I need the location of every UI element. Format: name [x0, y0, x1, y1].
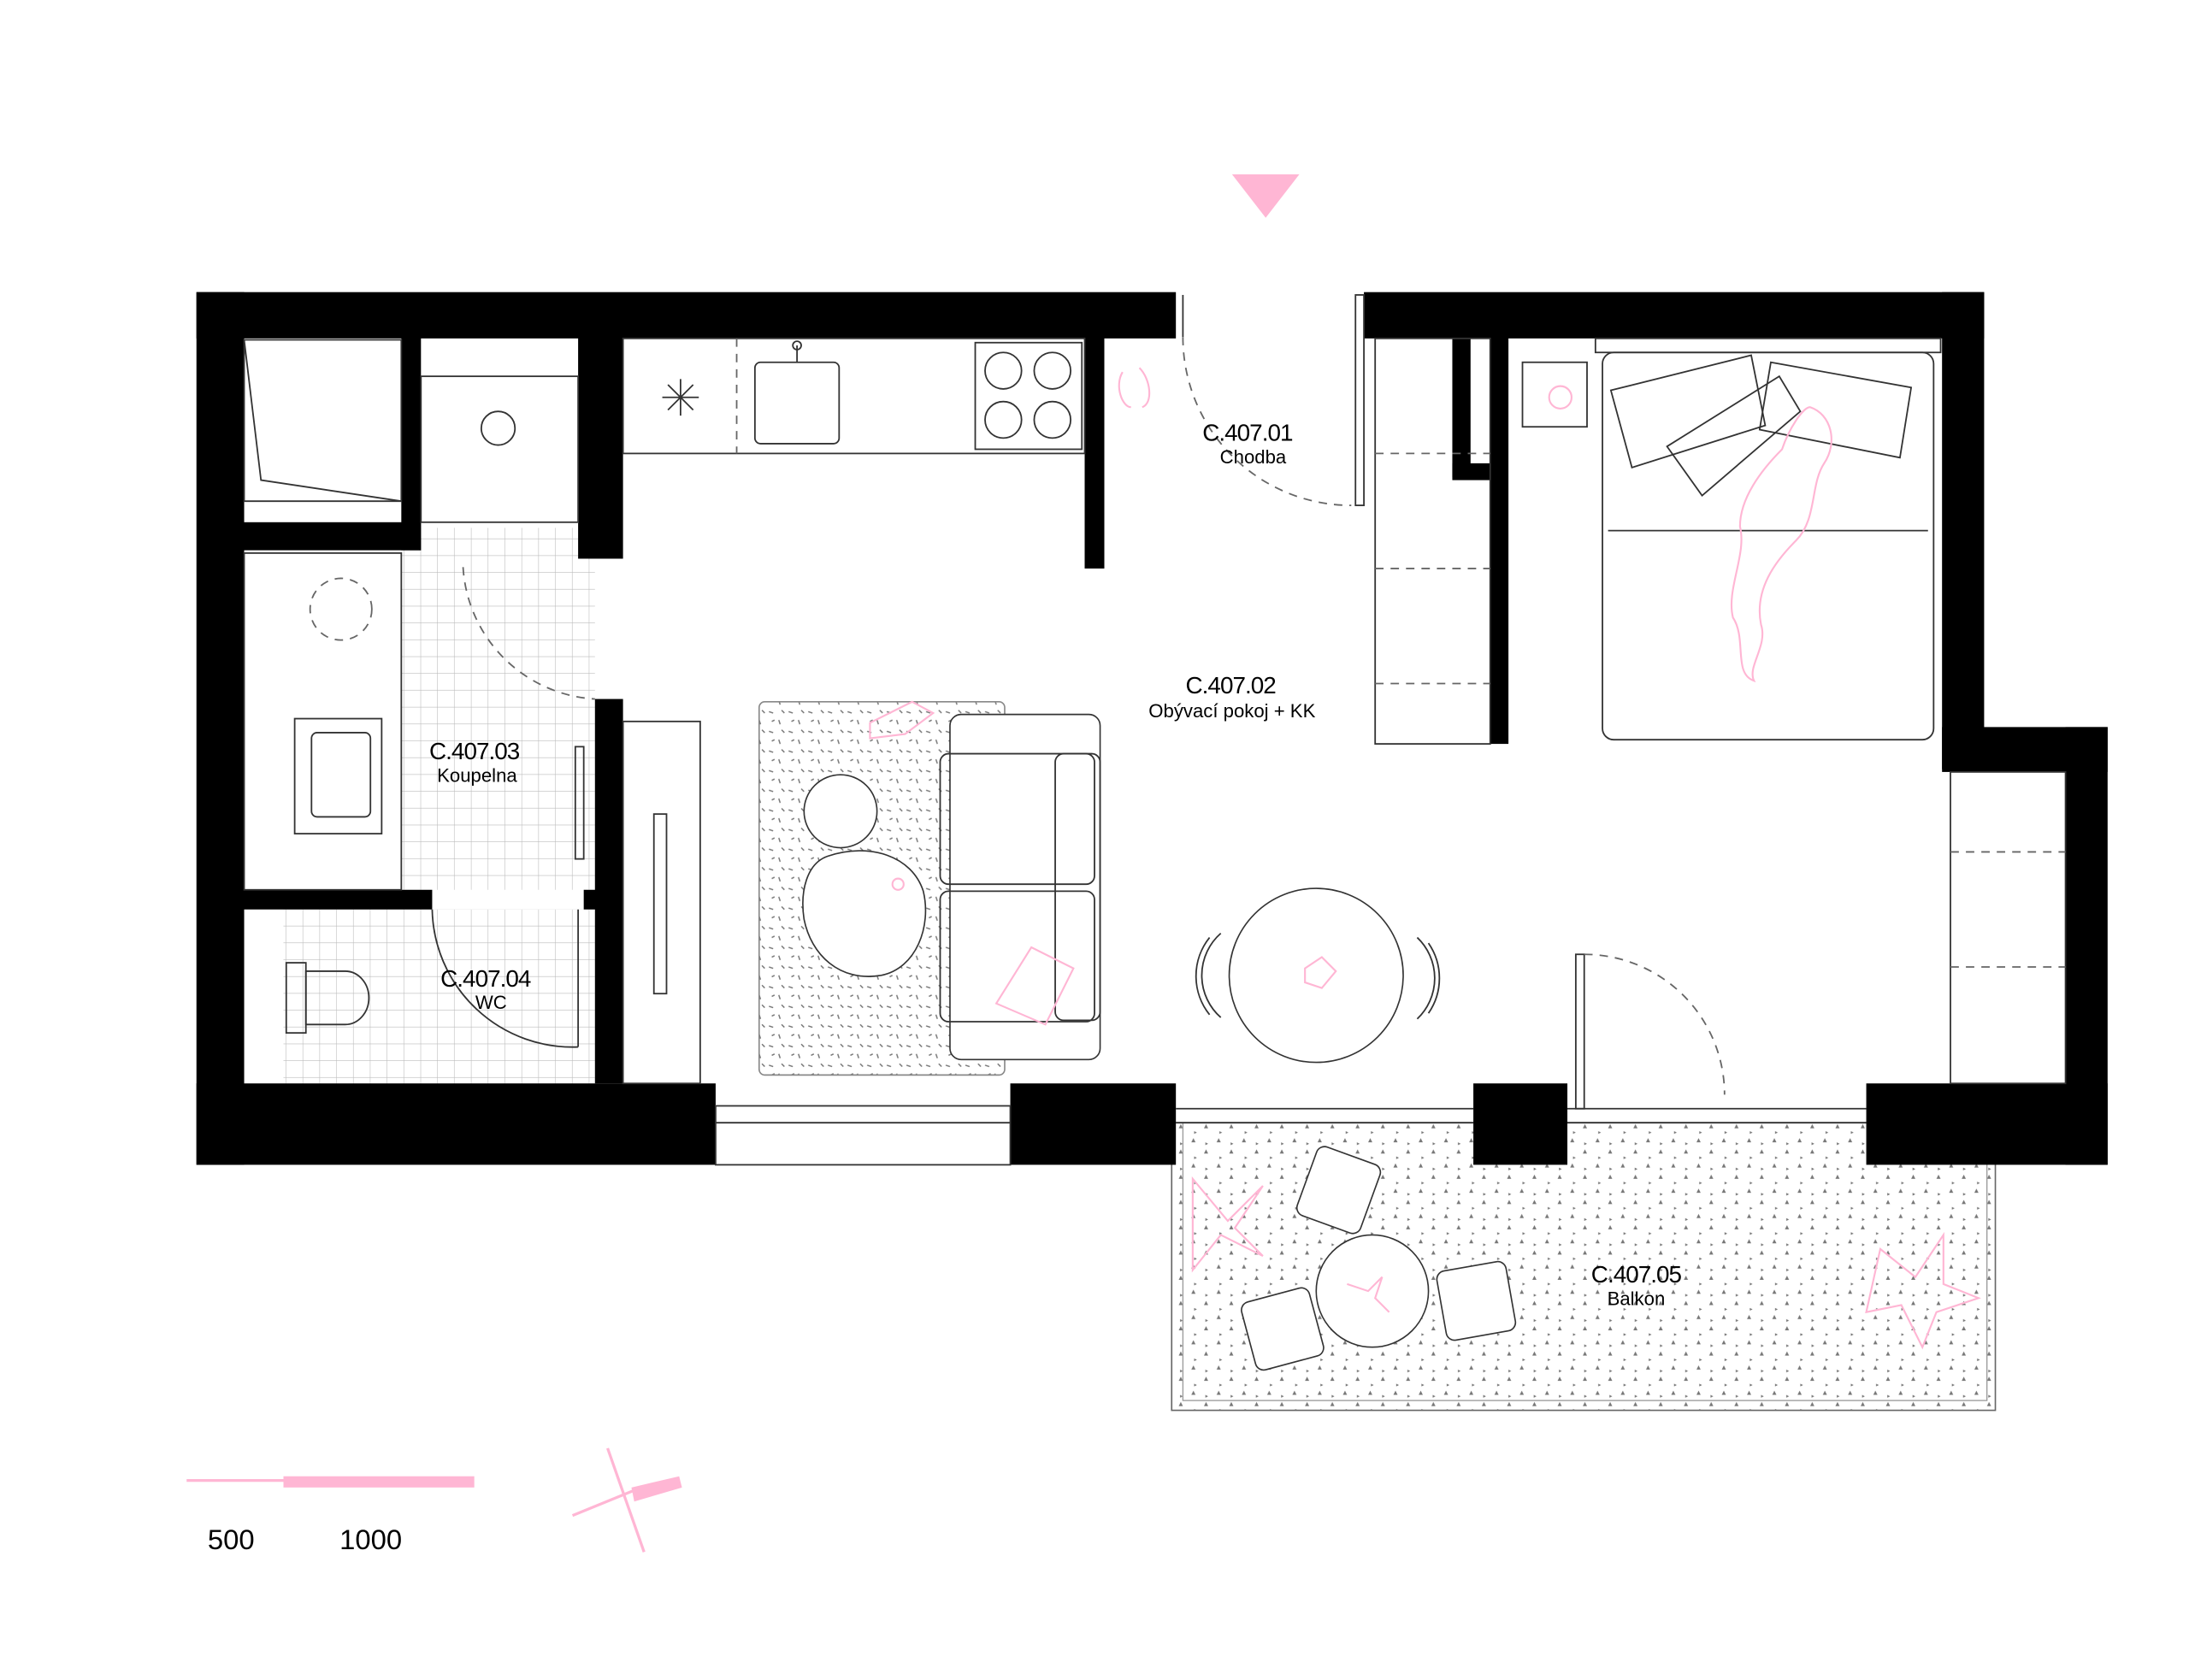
- room-code: C.407.02: [1186, 672, 1277, 699]
- room-code: C.407.04: [440, 965, 531, 992]
- room-label-balcony: C.407.05 Balkon: [1591, 1261, 1683, 1310]
- north-arrow-icon: [571, 1447, 682, 1553]
- room-name: Koupelna: [437, 764, 517, 786]
- room-label-wc: C.407.04 WC: [440, 965, 532, 1013]
- wc-tiles: [283, 909, 595, 1084]
- room-label-chodba: C.407.01 Chodba: [1202, 420, 1294, 468]
- balcony: [1171, 1122, 1997, 1412]
- room-label-living: C.407.02 Obývací pokoj + KK: [1148, 672, 1315, 722]
- bedroom: [1374, 337, 1942, 745]
- walls: [196, 292, 2108, 1165]
- bathroom-tiles: [401, 528, 595, 890]
- room-label-bathroom: C.407.03 Koupelna: [429, 738, 521, 786]
- kitchen: [622, 337, 1086, 1085]
- dining-set: [1195, 887, 1441, 1064]
- entrance-door: [1118, 294, 1365, 507]
- room-code: C.407.01: [1202, 420, 1293, 446]
- windows: [715, 1105, 1867, 1166]
- scale-label-500: 500: [208, 1524, 255, 1555]
- living-furniture: [802, 700, 1101, 1061]
- room-name: WC: [475, 992, 507, 1013]
- room-code: C.407.05: [1591, 1261, 1682, 1288]
- room-name: Chodba: [1220, 446, 1287, 468]
- scale-bar: 500 1000: [186, 1476, 475, 1555]
- bathroom-fixtures: [243, 339, 595, 1048]
- balcony-door: [1574, 771, 2067, 1110]
- room-name: Obývací pokoj + KK: [1148, 700, 1315, 722]
- scale-label-1000: 1000: [339, 1524, 402, 1555]
- room-code: C.407.03: [429, 738, 520, 764]
- room-name: Balkon: [1608, 1288, 1666, 1310]
- entrance-arrow-icon: [1231, 174, 1300, 218]
